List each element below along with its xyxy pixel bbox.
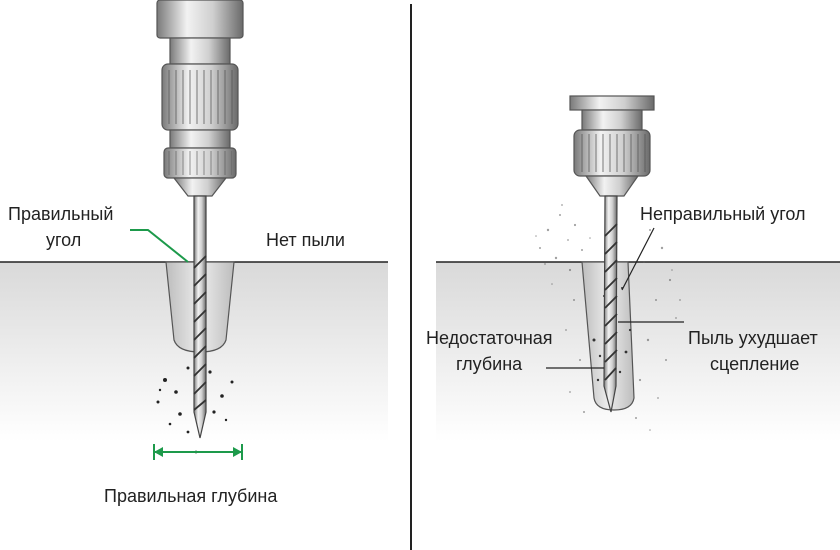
right-panel xyxy=(436,95,840,442)
label-wrong-angle: Неправильный угол xyxy=(640,204,806,224)
drill-chuck-right xyxy=(569,95,655,197)
drill-bit-left xyxy=(193,195,207,439)
left-panel xyxy=(0,0,388,460)
drill-chuck-left xyxy=(156,0,244,197)
label-insufficient-depth-line1: Недостаточная xyxy=(426,328,553,348)
label-dust-line2: сцепление xyxy=(710,354,800,374)
label-correct-angle-line2: угол xyxy=(46,230,82,250)
label-dust-line1: Пыль ухудшает xyxy=(688,328,818,348)
correct-depth-dimension xyxy=(153,444,243,460)
label-correct-angle-line1: Правильный xyxy=(8,204,114,224)
label-no-dust: Нет пыли xyxy=(266,230,345,250)
drill-bit-right xyxy=(603,195,618,413)
correct-angle-pointer xyxy=(130,229,189,263)
wall-section-right xyxy=(436,262,840,442)
label-insufficient-depth-line2: глубина xyxy=(456,354,523,374)
wrong-angle-pointer xyxy=(621,227,655,291)
label-correct-depth: Правильная глубина xyxy=(104,486,278,506)
